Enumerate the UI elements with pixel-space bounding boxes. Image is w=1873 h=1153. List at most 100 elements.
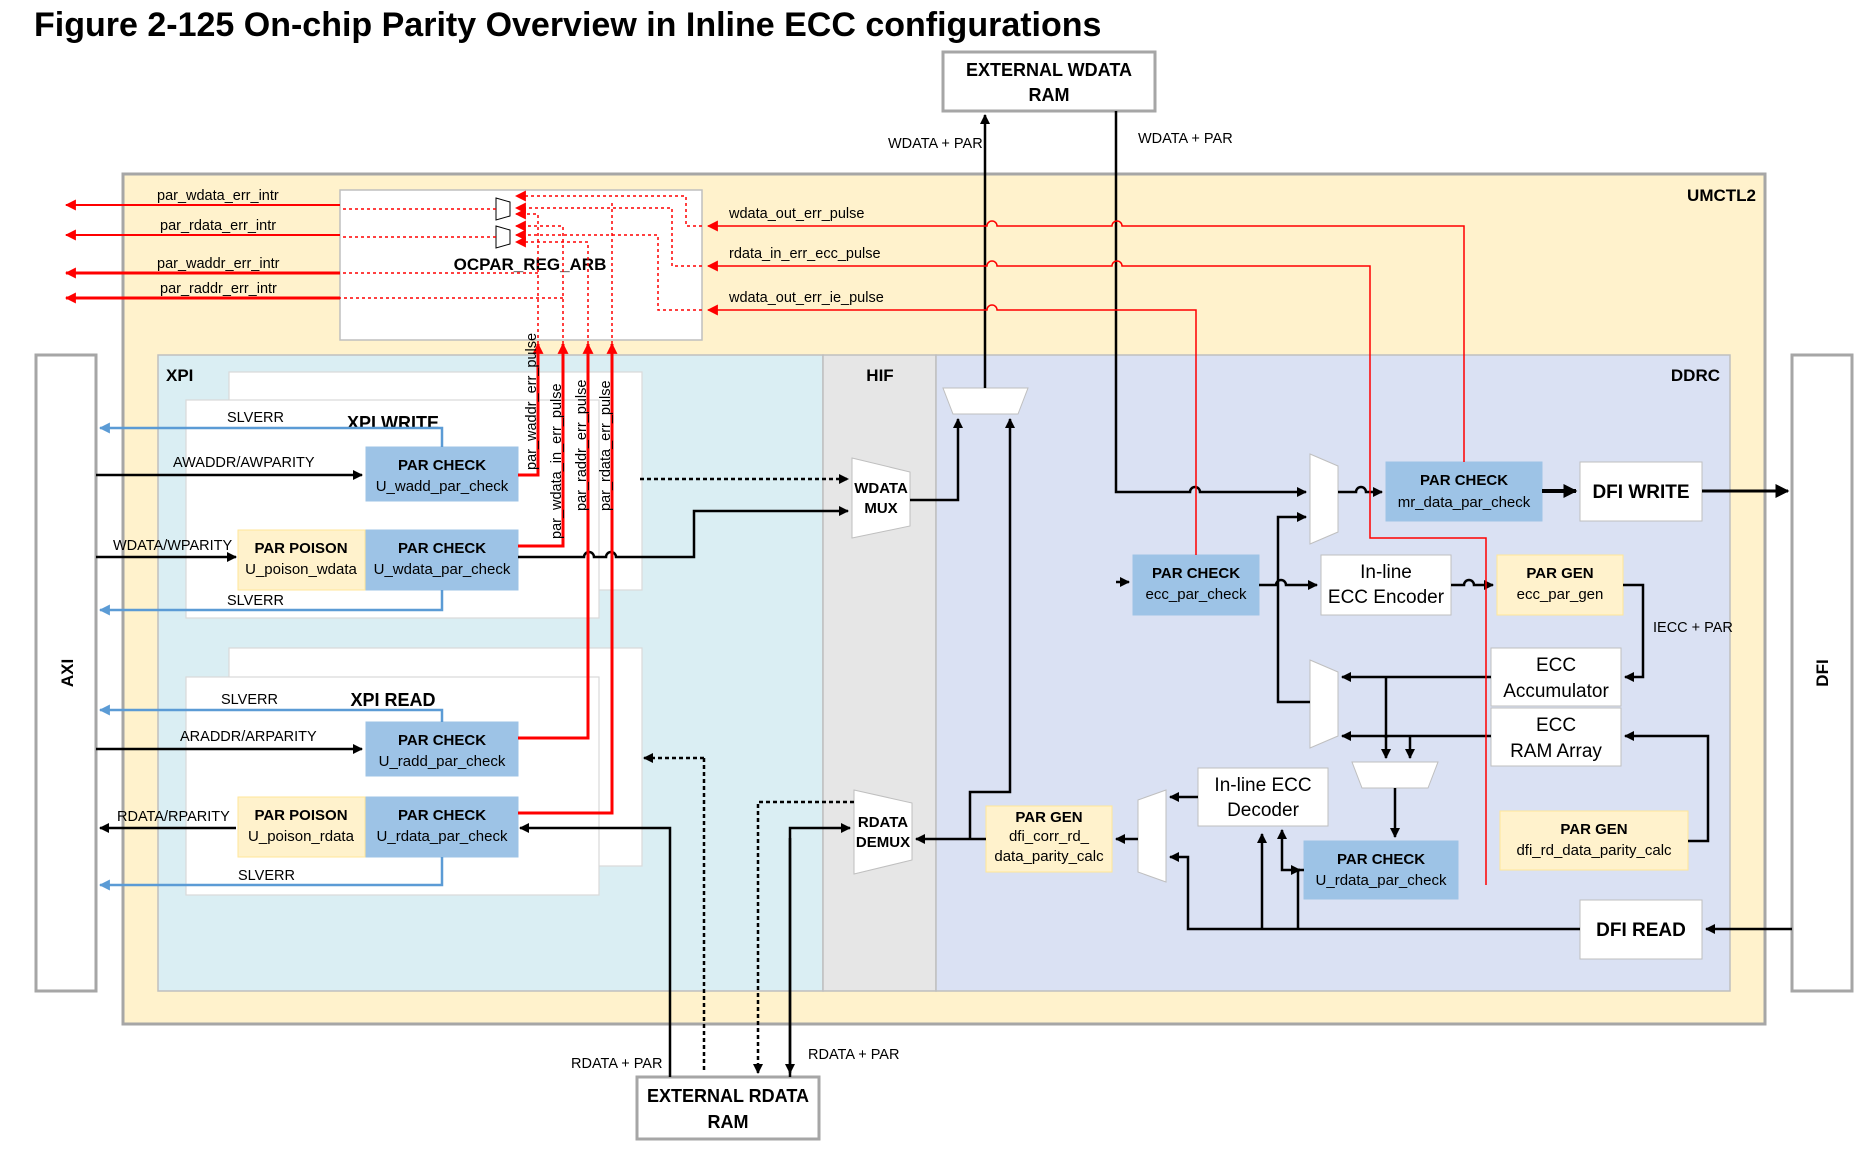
red-paths (64, 199, 618, 815)
sig-rdata-par-left: RDATA + PAR (571, 1056, 662, 1072)
par-check-radd (365, 721, 519, 777)
sig-wdata-out-err-ie-pulse: wdata_out_err_ie_pulse (728, 290, 884, 306)
par-gen-corr-l3: data_parity_calc (994, 848, 1104, 865)
sig-slverr-4: SLVERR (238, 868, 295, 884)
ocpar-mux-2 (495, 225, 511, 249)
sig-slverr-2: SLVERR (227, 593, 284, 609)
sig-awaddr: AWADDR/AWPARITY (173, 455, 315, 471)
wdata-mux-l1: WDATA (854, 480, 908, 497)
slverr-paths (98, 422, 444, 891)
par-check-mr-l1: PAR CHECK (1420, 472, 1508, 489)
sig-par-raddr-err-pulse: par_raddr_err_pulse (574, 380, 590, 511)
par-check-wadd-l1: PAR CHECK (398, 457, 486, 474)
par-check-ecc (1132, 554, 1260, 616)
external-wdata-ram (941, 50, 1157, 113)
dfi-bar (1790, 353, 1854, 993)
ecc-encoder (1320, 554, 1452, 616)
sig-iecc-par: IECC + PAR (1653, 620, 1733, 636)
wdata-mux (851, 457, 911, 539)
ext-wdata-label-1: EXTERNAL WDATA (966, 60, 1132, 80)
par-check-ddrc-rdata-l2: U_rdata_par_check (1316, 872, 1447, 889)
sig-slverr-1: SLVERR (227, 410, 284, 426)
sig-wdata-par-up: WDATA + PAR (888, 136, 983, 152)
ddrc-read-mux (1137, 789, 1167, 883)
par-gen-ecc-l2: ecc_par_gen (1517, 586, 1604, 603)
par-gen-dfi-rd-l2: dfi_rd_data_parity_calc (1516, 842, 1672, 859)
par-check-wdata-l2: U_wdata_par_check (374, 561, 511, 578)
sig-par-waddr-err-intr: par_waddr_err_intr (157, 256, 280, 272)
par-check-ddrc-rdata (1303, 840, 1459, 900)
par-check-mr (1385, 461, 1543, 522)
ddrc-top-mux (942, 387, 1029, 415)
par-gen-ecc-l1: PAR GEN (1526, 565, 1593, 582)
hif-region (822, 354, 937, 992)
sig-par-raddr-err-intr: par_raddr_err_intr (160, 281, 277, 297)
ecc-encoder-l2: ECC Encoder (1328, 587, 1445, 608)
xpi-read-label: XPI READ (350, 690, 435, 710)
ddrc-accum-mux (1309, 659, 1339, 749)
ecc-ram-array-l1: ECC (1536, 715, 1576, 736)
par-check-mr-l2: mr_data_par_check (1398, 494, 1531, 511)
dfi-read-block (1579, 899, 1703, 960)
ddrc-write-mux (1309, 453, 1339, 545)
black-paths (96, 111, 1792, 1077)
sig-par-rdata-err-pulse: par_rdata_err_pulse (598, 380, 614, 511)
sig-araddr: ARADDR/ARPARITY (180, 729, 317, 745)
ecc-ram-array-l2: RAM Array (1510, 741, 1602, 762)
ext-rdata-label-2: RAM (708, 1112, 749, 1132)
dashed-paths (640, 474, 854, 1074)
red-ddrc-paths (706, 220, 1487, 885)
umctl2-label: UMCTL2 (1687, 186, 1756, 205)
sig-rdata: RDATA/RPARITY (117, 809, 230, 825)
sig-wdata: WDATA/WPARITY (113, 538, 233, 554)
par-check-rdata (365, 796, 519, 858)
hif-label: HIF (866, 366, 893, 385)
par-poison-wdata-l2: U_poison_wdata (245, 561, 357, 578)
ocpar-mux-1 (495, 197, 511, 221)
sig-rdata-par-right: RDATA + PAR (808, 1047, 899, 1063)
axi-bar (34, 353, 98, 993)
ext-wdata-label-2: RAM (1029, 85, 1070, 105)
axi-label: AXI (58, 659, 77, 687)
ddrc-ecc-out-mux (1351, 761, 1439, 789)
ddrc-label: DDRC (1671, 366, 1720, 385)
par-check-wadd (365, 446, 519, 502)
rdata-demux (853, 789, 913, 875)
par-poison-wdata-l1: PAR POISON (254, 540, 347, 557)
sig-wdata-out-err-pulse: wdata_out_err_pulse (728, 206, 864, 222)
external-rdata-ram (635, 1075, 821, 1141)
par-gen-corr-l2: dfi_corr_rd_ (1009, 828, 1090, 845)
ecc-accumulator-l1: ECC (1536, 655, 1576, 676)
par-check-radd-l1: PAR CHECK (398, 732, 486, 749)
par-poison-rdata (237, 796, 366, 858)
xpi-read-box (185, 676, 600, 896)
ext-rdata-label-1: EXTERNAL RDATA (647, 1086, 809, 1106)
par-poison-rdata-l1: PAR POISON (254, 807, 347, 824)
sig-rdata-in-err-ecc-pulse: rdata_in_err_ecc_pulse (729, 246, 881, 262)
sig-wdata-par-down: WDATA + PAR (1138, 131, 1233, 147)
sig-par-rdata-err-intr: par_rdata_err_intr (160, 218, 276, 234)
par-check-rdata-l2: U_rdata_par_check (377, 828, 508, 845)
par-poison-wdata (237, 529, 366, 591)
ecc-accumulator (1490, 647, 1622, 707)
ocpar-label: OCPAR_REG_ARB (454, 255, 607, 274)
dfi-write-block (1579, 461, 1703, 522)
par-poison-rdata-l2: U_poison_rdata (248, 828, 355, 845)
dfi-label: DFI (1813, 659, 1832, 686)
ecc-encoder-l1: In-line (1360, 562, 1412, 583)
par-check-wdata (365, 529, 519, 591)
sig-par-wdata-err-intr: par_wdata_err_intr (157, 188, 279, 204)
rdata-demux-l1: RDATA (858, 814, 908, 831)
par-check-ddrc-rdata-l1: PAR CHECK (1337, 851, 1425, 868)
par-gen-dfi-rd-l1: PAR GEN (1560, 821, 1627, 838)
xpi-label: XPI (166, 366, 193, 385)
xpi-write-label: XPI WRITE (347, 413, 439, 433)
par-check-ecc-l1: PAR CHECK (1152, 565, 1240, 582)
sig-slverr-3: SLVERR (221, 692, 278, 708)
ecc-accumulator-l2: Accumulator (1503, 681, 1609, 702)
ecc-decoder-l1: In-line ECC (1214, 775, 1311, 796)
par-gen-corr (985, 805, 1113, 873)
par-check-rdata-l1: PAR CHECK (398, 807, 486, 824)
dfi-read-label: DFI READ (1596, 920, 1686, 941)
sig-par-wdata-in-err-pulse: par_wdata_in_err_pulse (549, 383, 565, 539)
